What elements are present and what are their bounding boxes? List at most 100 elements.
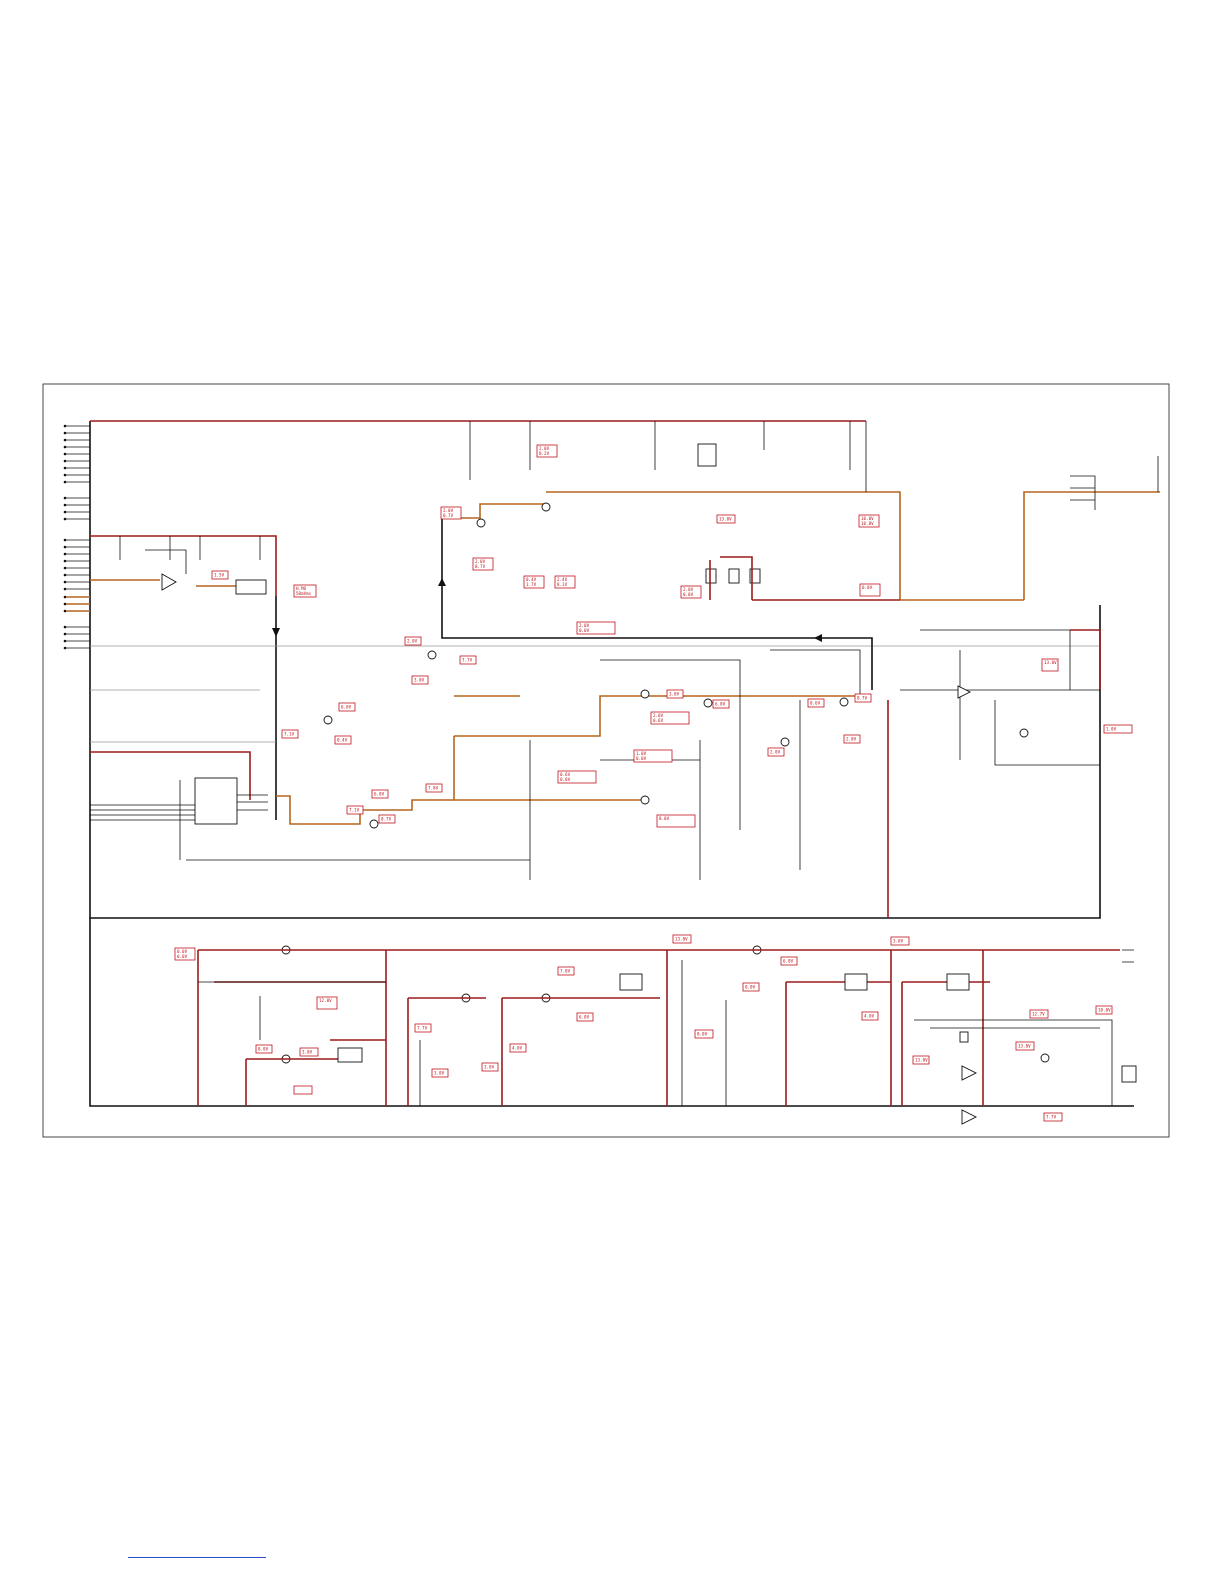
svg-text:0.0V: 0.0V: [560, 777, 571, 782]
svg-text:7.1V: 7.1V: [349, 808, 360, 813]
svg-text:8.2V: 8.2V: [539, 451, 550, 456]
svg-text:4.0V: 4.0V: [512, 1046, 523, 1051]
svg-text:1.0V: 1.0V: [1106, 727, 1117, 732]
transistors: [281, 502, 1050, 1064]
voltage-label: 3.0V: [481, 1062, 499, 1072]
voltage-label: 2.0V0.7V: [440, 506, 462, 520]
svg-text:0.0V: 0.0V: [579, 628, 590, 633]
voltage-label: 2.0V: [404, 636, 422, 646]
svg-text:0.0V: 0.0V: [177, 949, 188, 954]
voltage-label: 4.0V: [861, 1011, 879, 1021]
svg-text:10.0V: 10.0V: [861, 516, 874, 521]
svg-text:1.5V: 1.5V: [214, 573, 225, 578]
svg-text:13.0V: 13.0V: [719, 517, 732, 522]
voltage-label: 6.0V: [371, 789, 389, 799]
svg-text:8.0V: 8.0V: [697, 1032, 708, 1037]
svg-text:0.0V: 0.0V: [862, 585, 873, 590]
svg-text:7.8V: 7.8V: [428, 786, 439, 791]
svg-text:13.0V: 13.0V: [915, 1058, 928, 1063]
svg-text:3.0V: 3.0V: [302, 1050, 313, 1055]
lower-power-section: [197, 949, 1137, 1125]
svg-text:8.0V: 8.0V: [659, 816, 670, 821]
svg-text:7.1V: 7.1V: [284, 732, 295, 737]
voltage-label: 13.0V: [716, 514, 736, 524]
voltage-label: 8.0V: [656, 814, 696, 828]
voltage-label: 0.4V: [334, 735, 352, 745]
voltage-label: 13.0V: [912, 1055, 930, 1065]
voltage-label: 13.0V: [1041, 658, 1059, 672]
voltage-label: 0.4V1.7V: [523, 575, 545, 589]
svg-text:0.6V: 0.6V: [810, 701, 821, 706]
voltage-label: 7.7V: [414, 1023, 432, 1033]
ic-block-left: [90, 777, 530, 861]
svg-text:0.0V: 0.0V: [745, 985, 756, 990]
svg-text:1.7V: 1.7V: [526, 582, 537, 587]
svg-text:13.0V: 13.0V: [675, 937, 688, 942]
voltage-label: 3.0V: [890, 936, 910, 946]
svg-text:3.0V: 3.0V: [893, 939, 904, 944]
voltage-label: 2.0V0.0V: [680, 585, 702, 599]
svg-text:50mVms: 50mVms: [296, 591, 312, 596]
svg-text:13.0V: 13.0V: [1044, 660, 1057, 665]
svg-text:0.0V: 0.0V: [683, 592, 694, 597]
svg-text:8.1V: 8.1V: [557, 582, 568, 587]
voltage-label: 13.0V: [672, 934, 692, 944]
svg-text:10.0V: 10.0V: [861, 521, 874, 526]
svg-text:2.0V: 2.0V: [443, 508, 454, 513]
svg-text:6.0V: 6.0V: [715, 702, 726, 707]
svg-text:10.0V: 10.0V: [1098, 1008, 1111, 1013]
voltage-label: 2.0V0.6V: [650, 711, 690, 725]
right-network: [900, 456, 1159, 766]
voltage-label: 6.0V: [780, 956, 798, 966]
voltage-label: 2.0V: [767, 747, 785, 757]
voltage-label: 8.0V: [694, 1029, 714, 1039]
svg-text:0.0V: 0.0V: [636, 756, 647, 761]
svg-text:7.7V: 7.7V: [417, 1026, 428, 1031]
svg-text:0.6V: 0.6V: [653, 718, 664, 723]
upper-board-border: [89, 421, 1101, 919]
voltage-label: 6.0V: [338, 702, 356, 712]
svg-text:2.0V: 2.0V: [407, 639, 418, 644]
voltage-label: 2.0V0.0V: [576, 621, 616, 635]
left-input-stage: [66, 535, 1100, 820]
svg-text:6.0V: 6.0V: [783, 959, 794, 964]
svg-text:0.4V: 0.4V: [337, 738, 348, 743]
voltage-label: 1.0V0.0V: [633, 749, 673, 763]
svg-text:12.7V: 12.7V: [1032, 1012, 1045, 1017]
voltage-label: 3.0V: [431, 1068, 449, 1078]
voltage-label: 6.0V: [576, 1012, 594, 1022]
voltage-label: 7.0V: [557, 966, 575, 976]
voltage-label: 7.7V: [459, 655, 477, 665]
voltage-label: 2.0V8.7V: [472, 557, 494, 571]
voltage-label: 1.0V: [1103, 724, 1133, 734]
svg-text:2.0V: 2.0V: [846, 737, 857, 742]
voltage-label: 7.1V: [281, 729, 299, 739]
svg-text:0.0V: 0.0V: [177, 954, 188, 959]
svg-text:4.0V: 4.0V: [864, 1014, 875, 1019]
svg-text:8.7V: 8.7V: [857, 696, 868, 701]
voltage-label: 0.6V0.0V: [557, 770, 597, 784]
footer-rule: [128, 1557, 266, 1558]
voltage-label: 3.0V: [299, 1047, 319, 1057]
left-connector: [63, 424, 90, 650]
voltage-label: 3.0V: [411, 675, 429, 685]
svg-text:6.0V: 6.0V: [579, 1015, 590, 1020]
svg-text:2.0V: 2.0V: [683, 587, 694, 592]
svg-text:12.0V: 12.0V: [319, 998, 332, 1003]
voltage-label: 2.0V: [843, 734, 861, 744]
voltage-label: 0.0V0.0V: [174, 947, 196, 961]
voltage-label: 7.1V: [346, 805, 364, 815]
outer-frame: [42, 383, 1170, 1138]
svg-text:6.0V: 6.0V: [341, 705, 352, 710]
svg-text:3.0V: 3.0V: [434, 1071, 445, 1076]
svg-text:2.0V: 2.0V: [475, 559, 486, 564]
svg-text:2.0V: 2.0V: [579, 623, 590, 628]
voltage-label: 8.7V: [854, 693, 872, 703]
voltage-label: 8.0V: [255, 1044, 273, 1054]
voltage-label: 12.7V: [1029, 1009, 1049, 1019]
svg-text:0.6V: 0.6V: [560, 772, 571, 777]
voltage-label: 7.7V: [1043, 1112, 1063, 1122]
